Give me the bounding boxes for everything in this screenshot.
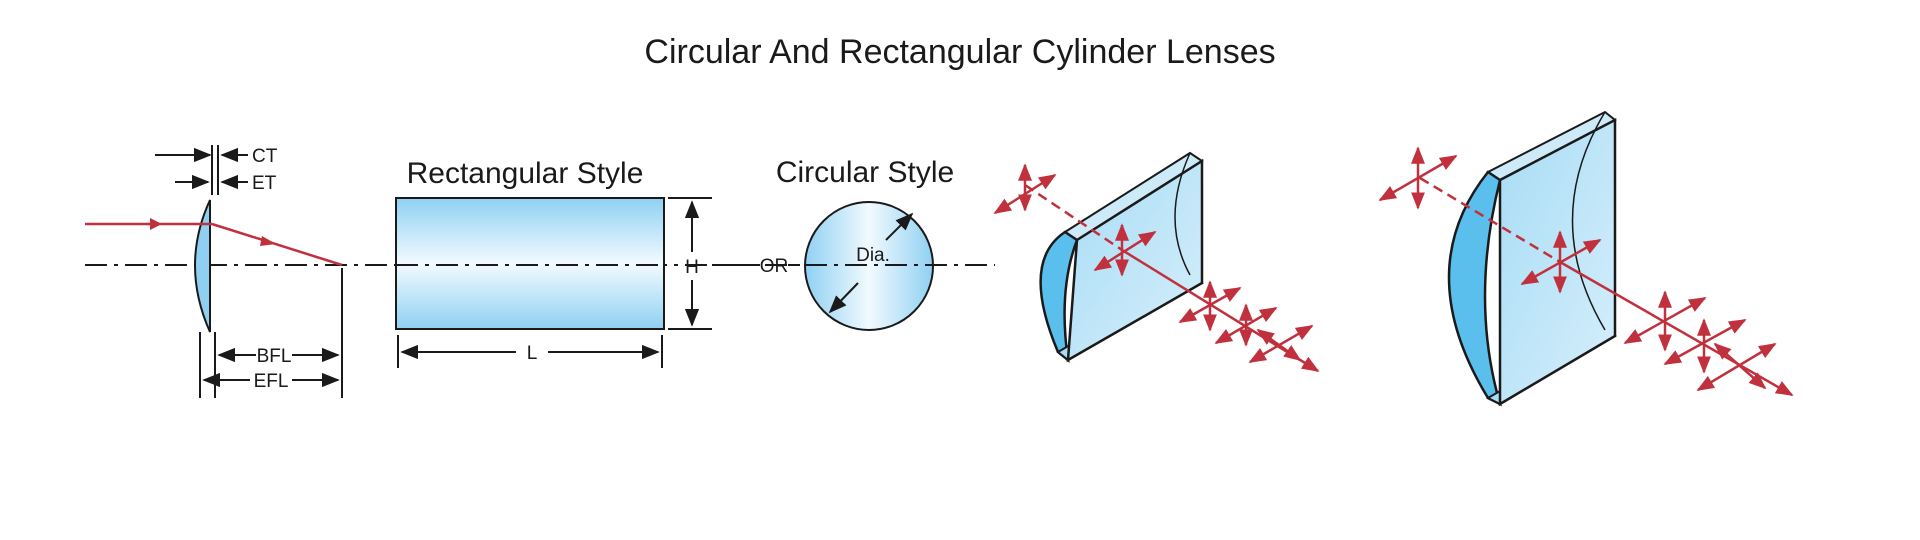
length-label: L xyxy=(527,343,538,364)
efl-label: EFL xyxy=(254,371,289,392)
or-label: OR xyxy=(760,256,789,277)
et-label: ET xyxy=(252,173,277,194)
cylinder-lens-3d-small xyxy=(993,151,1320,373)
height-label: H xyxy=(685,257,699,278)
profile-view: CT ET BFL EFL xyxy=(85,145,343,398)
diagram-title: Circular And Rectangular Cylinder Lenses xyxy=(644,33,1275,71)
lens-profile xyxy=(194,199,211,333)
ct-label: CT xyxy=(252,146,278,167)
refracted-ray xyxy=(211,222,343,267)
circular-style: Circular Style Dia. xyxy=(776,156,954,331)
circular-heading: Circular Style xyxy=(776,156,954,189)
rectangular-heading: Rectangular Style xyxy=(407,157,644,190)
rectangular-style: Rectangular Style H L xyxy=(395,157,712,368)
bfl-label: BFL xyxy=(257,346,292,367)
diameter-label: Dia. xyxy=(856,245,890,266)
cylinder-lens-3d-large xyxy=(1378,110,1794,407)
rectangular-lens xyxy=(395,197,665,330)
